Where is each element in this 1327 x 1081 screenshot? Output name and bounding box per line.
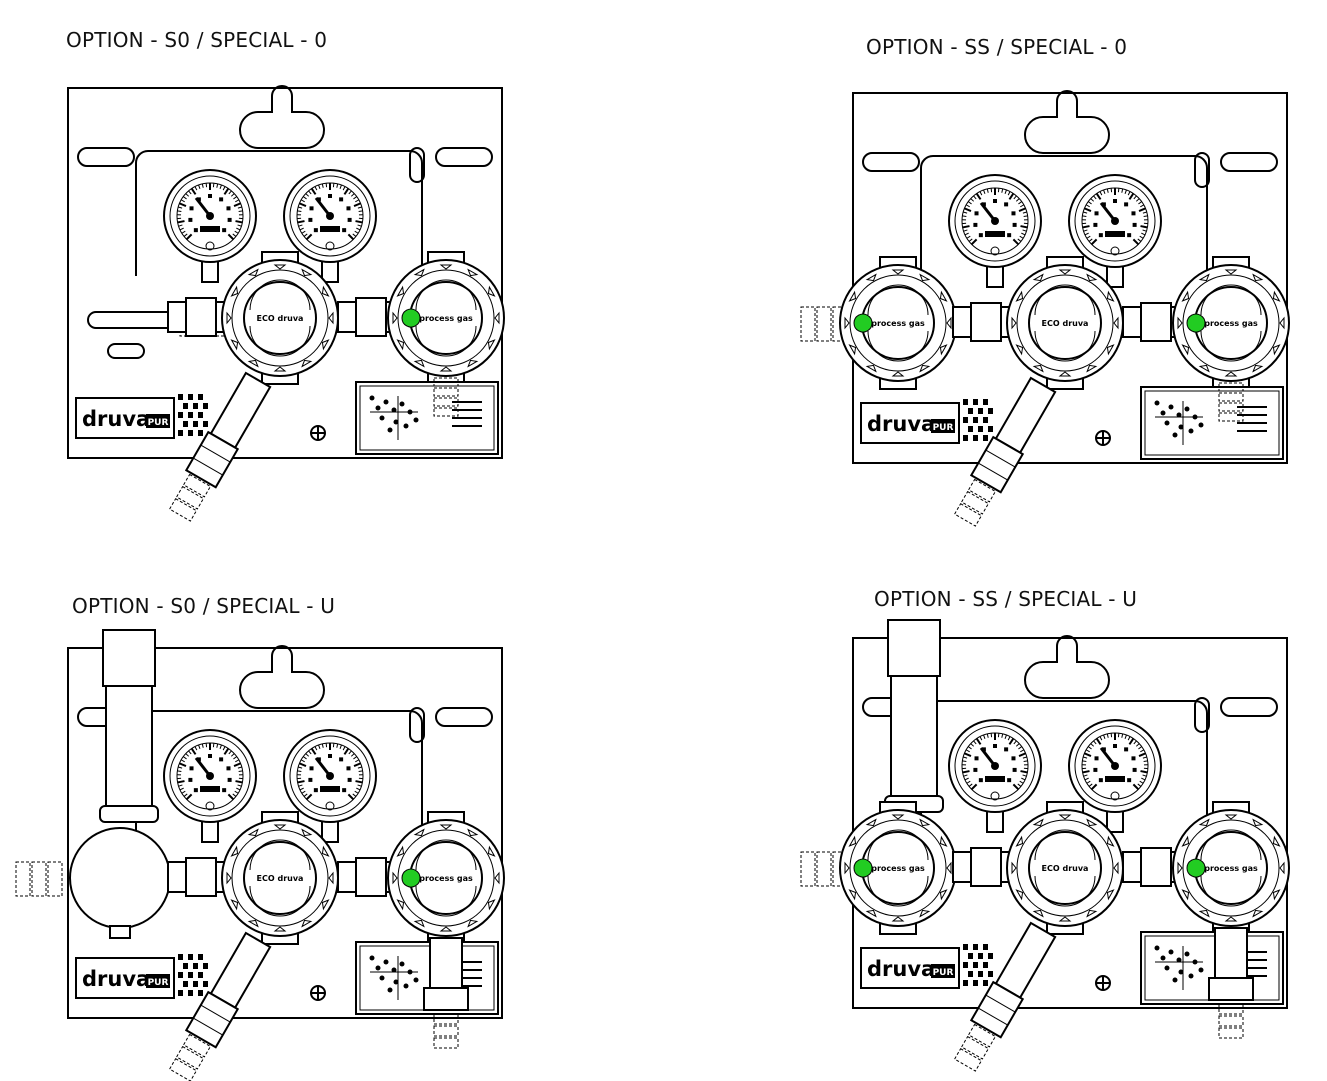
slot-left: [77, 147, 135, 167]
pressure-regulator: process gas: [387, 811, 505, 945]
connection-fitting: [167, 297, 231, 337]
brand-name: druva: [82, 967, 150, 991]
brand-name: druva: [867, 412, 935, 436]
pressure-regulator: ECO druva: [221, 251, 339, 385]
status-indicator-icon: [1186, 313, 1206, 333]
hanger-slot: [1023, 635, 1110, 699]
slot-right: [435, 147, 493, 167]
filter-housing: [884, 619, 944, 813]
caption-option-s0-special-0: OPTION - S0 / SPECIAL - 0: [66, 28, 328, 52]
connection-fitting: [167, 857, 231, 897]
hanger-slot: [238, 645, 325, 709]
mounting-hole-icon: [1095, 430, 1111, 446]
pressure-gauge: [1068, 719, 1162, 833]
outlet-pipe: [168, 371, 272, 522]
status-indicator-icon: [401, 308, 421, 328]
outlet-pipe: [953, 921, 1057, 1072]
schematic-label: [1140, 386, 1284, 460]
pressure-regulator: ECO druva: [1006, 801, 1124, 935]
outlet-port: [1218, 382, 1244, 422]
connection-fitting: [952, 847, 1016, 887]
regulator-label: process gas: [871, 319, 925, 328]
pressure-gauge: [948, 719, 1042, 833]
status-indicator-icon: [853, 858, 873, 878]
regulator-label: process gas: [871, 864, 925, 873]
brand-suffix: PUR: [148, 978, 169, 988]
brand-name: druva: [867, 957, 935, 981]
pressure-regulator: ECO druva: [221, 811, 339, 945]
pressure-gauge: [1068, 174, 1162, 288]
pressure-regulator: process gas: [1172, 801, 1290, 935]
status-indicator-icon: [401, 868, 421, 888]
brand-suffix: PUR: [933, 968, 954, 978]
regulator-label: ECO druva: [257, 314, 304, 323]
outlet-pipe: [953, 376, 1057, 527]
backplate-outline: [920, 155, 1208, 281]
regulator-label: ECO druva: [1042, 319, 1089, 328]
pressure-gauge: [283, 729, 377, 843]
slot-right: [1220, 697, 1278, 717]
inlet-fitting: [15, 861, 63, 897]
schematic-label: [355, 381, 499, 455]
pressure-regulator: ECO druva: [1006, 256, 1124, 390]
regulator-label: process gas: [1204, 864, 1258, 873]
connection-fitting: [952, 302, 1016, 342]
pressure-gauge: [163, 729, 257, 843]
mounting-hole-icon: [310, 425, 326, 441]
pressure-gauge: [283, 169, 377, 283]
regulator-label: process gas: [419, 874, 473, 883]
mounting-hole-icon: [1095, 975, 1111, 991]
brand-suffix: PUR: [148, 418, 169, 428]
caption-option-ss-special-u: OPTION - SS / SPECIAL - U: [874, 587, 1138, 611]
pressure-regulator: process gas: [839, 256, 957, 390]
outlet-valve: [1208, 927, 1254, 1039]
mounting-hole-icon: [310, 985, 326, 1001]
pressure-gauge: [163, 169, 257, 283]
brand-name: druva: [82, 407, 150, 431]
regulator-label: process gas: [419, 314, 473, 323]
hanger-slot: [238, 85, 325, 149]
slot-right: [1220, 152, 1278, 172]
brand-suffix: PUR: [933, 423, 954, 433]
hanger-slot: [1023, 90, 1110, 154]
pressure-regulator: process gas: [387, 251, 505, 385]
caption-option-ss-special-0: OPTION - SS / SPECIAL - 0: [866, 35, 1128, 59]
slot-right: [435, 707, 493, 727]
regulator-label: ECO druva: [257, 874, 304, 883]
status-indicator-icon: [853, 313, 873, 333]
pressure-regulator: process gas: [839, 801, 957, 935]
slot-left: [862, 152, 920, 172]
caption-option-s0-special-u: OPTION - S0 / SPECIAL - U: [72, 594, 336, 618]
outlet-valve: [423, 937, 469, 1049]
status-indicator-icon: [1186, 858, 1206, 878]
regulator-label: process gas: [1204, 319, 1258, 328]
regulator-label: ECO druva: [1042, 864, 1089, 873]
pressure-regulator: process gas: [1172, 256, 1290, 390]
filter-housing: [99, 629, 159, 823]
backplate-outline: [135, 150, 423, 276]
outlet-port: [433, 377, 459, 417]
pressure-gauge: [948, 174, 1042, 288]
